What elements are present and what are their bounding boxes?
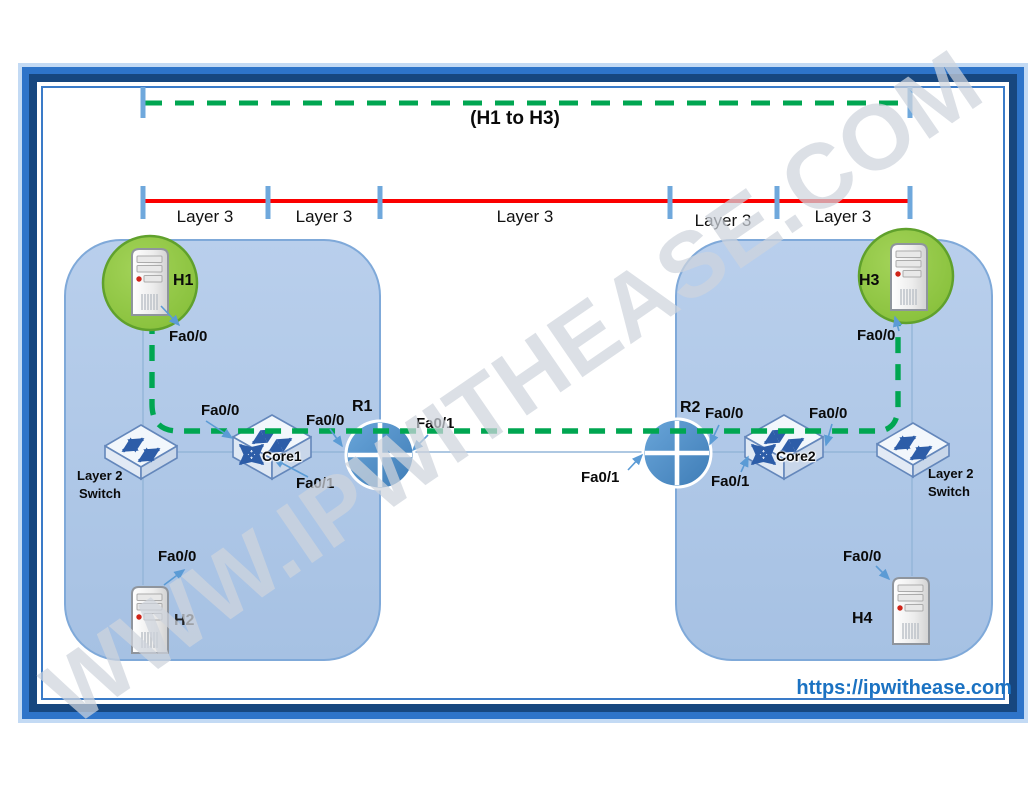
iface-label-core2-fa00: Fa0/0 bbox=[809, 405, 848, 422]
layer3-label-3: Layer 3 bbox=[496, 207, 554, 226]
iface-label-h4-fa00: Fa0/0 bbox=[843, 548, 882, 565]
iface-label-h1-fa00: Fa0/0 bbox=[169, 328, 208, 345]
host-h3-icon bbox=[857, 227, 955, 325]
iface-label-r2-fa00: Fa0/0 bbox=[705, 405, 744, 422]
switch-right-label-line1: Layer 2 bbox=[928, 466, 974, 481]
switch-left-label-line1: Layer 2 bbox=[77, 468, 123, 483]
host-h3-label: H3 bbox=[859, 272, 880, 289]
router-r2-label: R2 bbox=[680, 399, 701, 416]
router-r1-label: R1 bbox=[352, 398, 373, 415]
host-h2-label: H2 bbox=[174, 612, 195, 629]
h1-to-h3-traffic-path bbox=[149, 290, 901, 434]
iface-label-core1-fa00: Fa0/0 bbox=[201, 402, 240, 419]
interface-callout-arrows bbox=[160, 305, 903, 586]
host-h1-label: H1 bbox=[173, 272, 194, 289]
site-url: https://ipwithease.com bbox=[796, 677, 1012, 699]
host-h1-icon bbox=[101, 234, 199, 332]
host-h2-icon bbox=[131, 586, 169, 654]
switch-right-label-line2: Switch bbox=[928, 484, 970, 499]
host-h4-label: H4 bbox=[852, 610, 873, 627]
measure-line-h1-h3 bbox=[140, 87, 913, 118]
core2-label: Core2 bbox=[776, 448, 816, 464]
iface-label-r2-fa01: Fa0/1 bbox=[581, 469, 620, 486]
iface-label-r1-fa00: Fa0/0 bbox=[306, 412, 345, 429]
iface-label-r1-fa01: Fa0/1 bbox=[416, 415, 455, 432]
page-border-frame bbox=[29, 74, 1017, 712]
page-border-inner-line bbox=[41, 86, 1005, 700]
layer3-label-1: Layer 3 bbox=[176, 207, 234, 226]
iface-label-core1-fa01: Fa0/1 bbox=[296, 475, 335, 492]
core1-label: Core1 bbox=[262, 448, 302, 464]
iface-label-h2-fa00: Fa0/0 bbox=[158, 548, 197, 565]
layer3-label-5: Layer 3 bbox=[814, 207, 872, 226]
h1-to-h3-note: (H1 to H3) bbox=[470, 108, 560, 129]
layer3-segment-line bbox=[140, 186, 913, 219]
layer3-label-4: Layer 3 bbox=[694, 211, 752, 230]
iface-label-core2-fa01: Fa0/1 bbox=[711, 473, 750, 490]
switch-left-label-line2: Switch bbox=[79, 486, 121, 501]
iface-label-h3-fa00: Fa0/0 bbox=[857, 327, 896, 344]
layer3-label-2: Layer 3 bbox=[295, 207, 353, 226]
host-h4-icon bbox=[892, 577, 930, 645]
